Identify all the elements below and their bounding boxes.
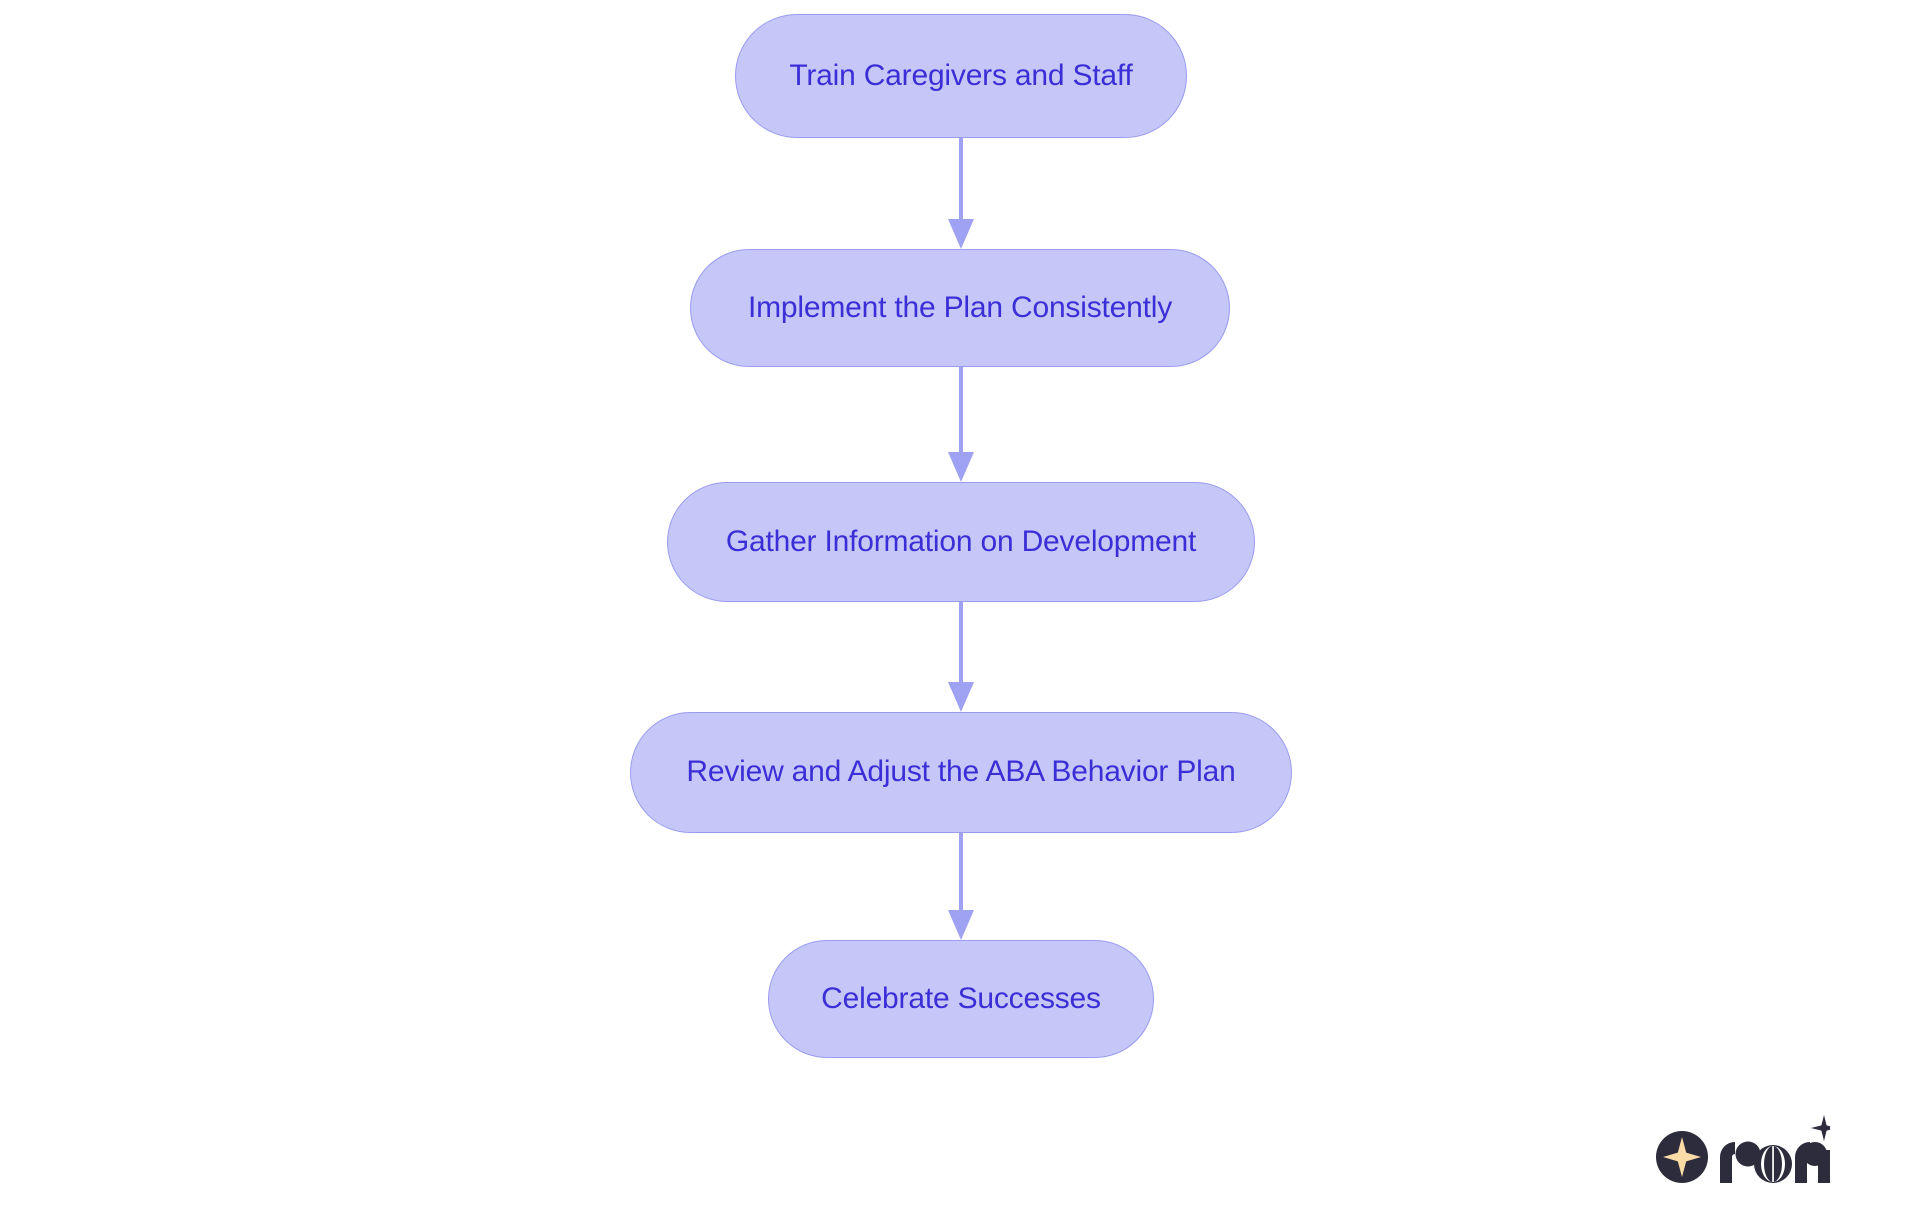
sparkle-badge-icon xyxy=(1656,1131,1708,1183)
flow-node-label: Gather Information on Development xyxy=(725,524,1197,558)
flow-node-label: Celebrate Successes xyxy=(821,981,1101,1015)
connector-arrowhead xyxy=(948,452,974,482)
flow-node-implement-the-plan-consistently[interactable]: Implement the Plan Consistently xyxy=(690,249,1230,367)
flow-node-train-caregivers-and-staff[interactable]: Train Caregivers and Staff xyxy=(735,14,1187,138)
logo-letter-r-1 xyxy=(1720,1141,1761,1183)
connector-arrowhead xyxy=(948,682,974,712)
logo-letter-i xyxy=(1811,1115,1837,1183)
flow-connector-arrow xyxy=(948,602,974,712)
flow-connector-arrow xyxy=(948,833,974,940)
brand-logo xyxy=(1655,1113,1837,1191)
flow-node-label: Train Caregivers and Staff xyxy=(789,58,1133,92)
logo-letter-o xyxy=(1754,1145,1792,1183)
connector-arrowhead xyxy=(948,910,974,940)
flow-node-label: Implement the Plan Consistently xyxy=(747,290,1172,324)
connector-arrowhead xyxy=(948,219,974,249)
flow-node-gather-information-on-development[interactable]: Gather Information on Development xyxy=(667,482,1255,602)
flow-node-celebrate-successes[interactable]: Celebrate Successes xyxy=(768,940,1154,1058)
flow-connector-arrow xyxy=(948,138,974,249)
rori-logo-svg xyxy=(1656,1115,1837,1183)
flow-node-label: Review and Adjust the ABA Behavior Plan xyxy=(686,755,1236,789)
flow-node-review-and-adjust-the-aba-behavior-plan[interactable]: Review and Adjust the ABA Behavior Plan xyxy=(630,712,1292,833)
flow-connector-arrow xyxy=(948,367,974,482)
